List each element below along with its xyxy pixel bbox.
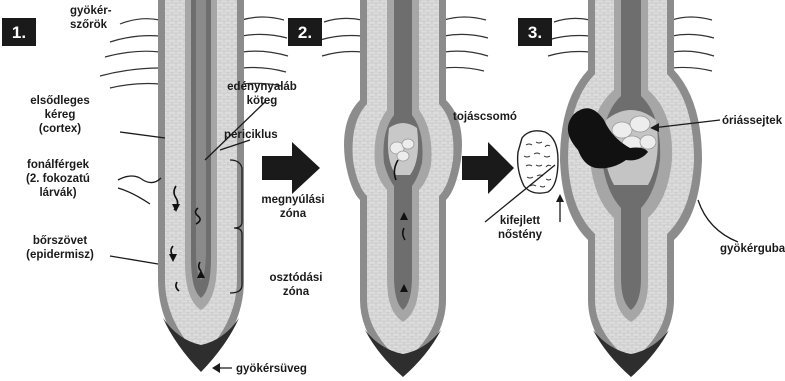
stage-arrow-2 <box>462 142 514 194</box>
cortex-label-line1: elsődleges <box>30 95 89 107</box>
stage-arrow-1 <box>262 142 320 194</box>
vascular-label-line1: edénynyaláb <box>227 81 297 93</box>
root-3 <box>548 0 714 377</box>
egg-mass <box>518 131 558 193</box>
nematodes-label-line2: (2. fokozatú <box>26 173 90 185</box>
vascular-label-line2: köteg <box>247 95 278 107</box>
adult-female-label-line2: nőstény <box>498 229 543 241</box>
root-cap-label: gyökérsüveg <box>236 363 307 375</box>
root-hairs-label-line1: gyökér- <box>70 5 112 17</box>
step-label-3: 3. <box>528 23 542 42</box>
epidermis-label-line2: (epidermisz) <box>26 249 94 261</box>
female-arrowhead <box>556 194 564 202</box>
cortex-label-line3: (cortex) <box>39 123 81 135</box>
division-label-line1: osztódási <box>269 272 322 284</box>
cortex-label-line2: kéreg <box>45 109 76 121</box>
step-badge-3: 3. <box>518 18 552 46</box>
division-label-line2: zóna <box>283 286 310 298</box>
elongation-label-line2: zóna <box>280 208 307 220</box>
step-badge-1: 1. <box>2 18 36 46</box>
root-2 <box>320 0 488 377</box>
step-label-2: 2. <box>298 23 312 42</box>
step-badge-2: 2. <box>288 18 322 46</box>
egg-mass-label: tojáscsomó <box>453 111 517 123</box>
elongation-label-line1: megnyúlási <box>261 194 324 206</box>
root-gall-label: gyökérgubacs <box>720 243 785 255</box>
epidermis-label-line1: bőrszövet <box>33 235 87 247</box>
step-label-1: 1. <box>12 23 26 42</box>
root-hairs-label-line2: szőrök <box>70 19 108 31</box>
root-1 <box>100 0 288 372</box>
root-cap-arrowhead <box>212 363 220 373</box>
nematodes-label-line3: lárvák) <box>39 187 76 199</box>
adult-female-label-line1: kifejlett <box>500 215 540 227</box>
nematodes-label-line1: fonálférgek <box>27 159 90 171</box>
giant-cells-label: óriássejtek <box>722 115 783 127</box>
pericycle-label: periciklus <box>224 129 278 141</box>
